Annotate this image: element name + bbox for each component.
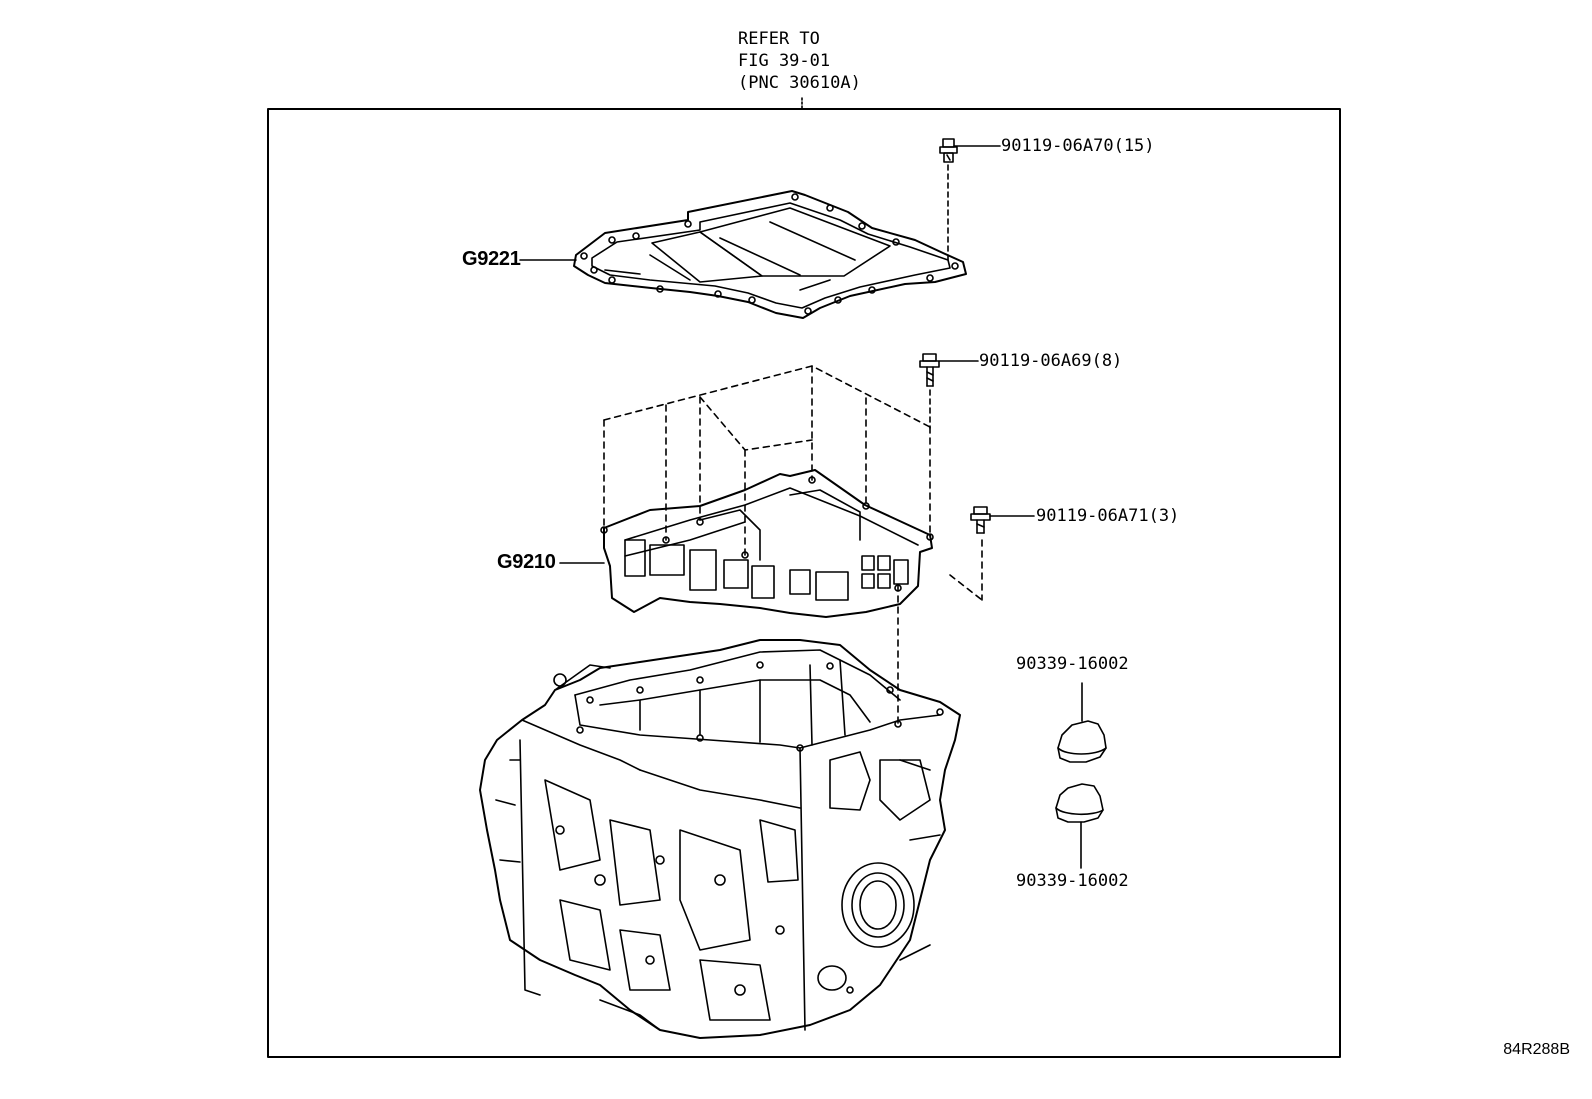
part-label-bolt-c[interactable]: 90119-06A71(3) [1036,506,1180,526]
bolt-c-drawing [970,506,991,534]
oil-pan-drawing [573,190,967,319]
diagram-frame [267,108,1341,1058]
bolt-a-drawing [939,138,958,163]
plug-bottom-drawing [1055,783,1104,869]
plug-top-drawing [1057,682,1107,763]
part-label-plug-bottom[interactable]: 90339-16002 [1016,871,1129,891]
bolt-b-drawing [919,353,940,387]
refer-note-line2: FIG 39-01 [738,51,831,71]
transaxle-case-drawing [479,639,961,1039]
part-label-bolt-b[interactable]: 90119-06A69(8) [979,351,1123,371]
refer-note: REFER TO FIG 39-01 (PNC 30610A) [738,28,861,94]
figure-id: 84R288B [1503,1041,1570,1058]
valve-body-drawing [600,469,934,618]
valve-body-install-lines [603,365,983,726]
refer-note-line3: (PNC 30610A) [738,73,861,93]
part-label-bolt-a[interactable]: 90119-06A70(15) [1001,136,1155,156]
part-label-oil-pan[interactable]: G9221 [462,248,521,270]
part-label-valve-body[interactable]: G9210 [497,551,556,573]
part-label-plug-top[interactable]: 90339-16002 [1016,654,1129,674]
refer-note-line1: REFER TO [738,29,820,49]
